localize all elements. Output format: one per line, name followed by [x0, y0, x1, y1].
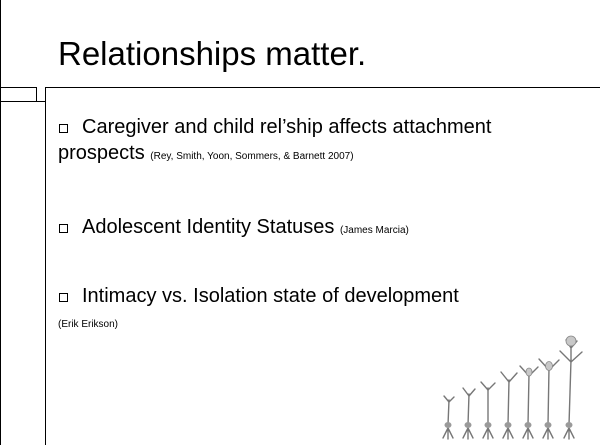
bullet-text: Adolescent Identity Statuses (James Marc…: [82, 214, 598, 244]
bullet-text-line1: Caregiver and child rel’ship affects att…: [82, 116, 492, 138]
square-bullet-icon: [59, 293, 68, 302]
frame-top-divider: [45, 87, 600, 88]
frame-left-lower-rule: [0, 101, 46, 102]
square-bullet-icon: [59, 124, 68, 133]
sprouting-seedlings-icon: [442, 335, 583, 440]
bullet-item-attachment: Caregiver and child rel’ship affects att…: [58, 114, 598, 170]
slide-title: Relationships matter.: [58, 35, 367, 72]
bullet-item-identity: Adolescent Identity Statuses (James Marc…: [58, 214, 598, 244]
bullet-text-line2: prospects: [58, 142, 145, 164]
bullet-citation: (Rey, Smith, Yoon, Sommers, & Barnett 20…: [150, 151, 354, 162]
frame-top-left-rule: [0, 87, 36, 88]
square-bullet-icon: [59, 224, 68, 233]
bullet-text: Intimacy vs. Isolation state of developm…: [58, 283, 598, 333]
frame-left-border: [0, 0, 1, 445]
frame-tick: [36, 87, 37, 102]
bullet-citation: (Erik Erikson): [58, 319, 119, 330]
bullet-list: Caregiver and child rel’ship affects att…: [58, 114, 598, 330]
bullet-item-intimacy: Intimacy vs. Isolation state of developm…: [58, 283, 598, 333]
bullet-text: Caregiver and child rel’ship affects att…: [58, 114, 598, 170]
bullet-text-main: Adolescent Identity Statuses: [82, 216, 335, 238]
frame-left-inner-border: [45, 87, 46, 445]
bullet-text-main: Intimacy vs. Isolation state of developm…: [82, 285, 459, 307]
bullet-citation: (James Marcia): [339, 225, 409, 236]
